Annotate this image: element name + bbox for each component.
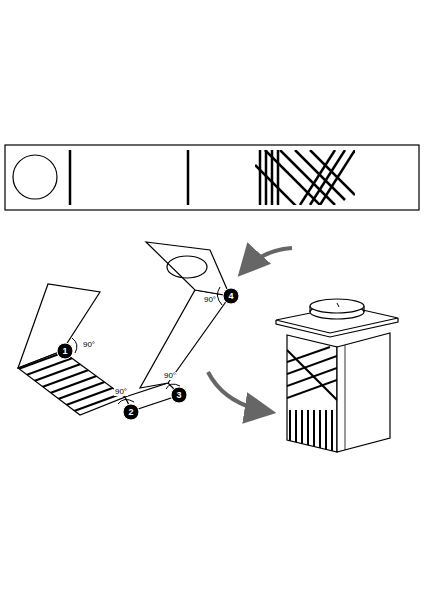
flow-arrow — [208, 372, 270, 412]
side-panel — [18, 284, 100, 368]
box-side — [337, 333, 390, 452]
callout-disc — [123, 404, 139, 420]
slat-pattern — [255, 150, 355, 205]
callout-number: 1 — [62, 347, 67, 356]
callout-disc — [171, 387, 187, 403]
slat-panel — [18, 351, 125, 415]
callout-disc — [57, 343, 73, 359]
lid-hole — [167, 256, 207, 278]
flat-strip — [5, 145, 419, 210]
flow-arrow — [242, 248, 292, 272]
box-front — [287, 335, 337, 452]
callout-disc — [223, 288, 239, 304]
angle-label: 90° — [163, 372, 177, 380]
tall-panel — [140, 290, 230, 388]
callout-number: 2 — [128, 408, 133, 417]
angle-label: 90° — [114, 388, 128, 396]
angle-label: 90° — [203, 296, 217, 304]
strip-hole — [13, 155, 57, 199]
angle-label: 90° — [82, 341, 96, 349]
callout-number: 4 — [228, 292, 233, 301]
lid-panel — [146, 242, 230, 296]
callout-number: 3 — [176, 391, 181, 400]
